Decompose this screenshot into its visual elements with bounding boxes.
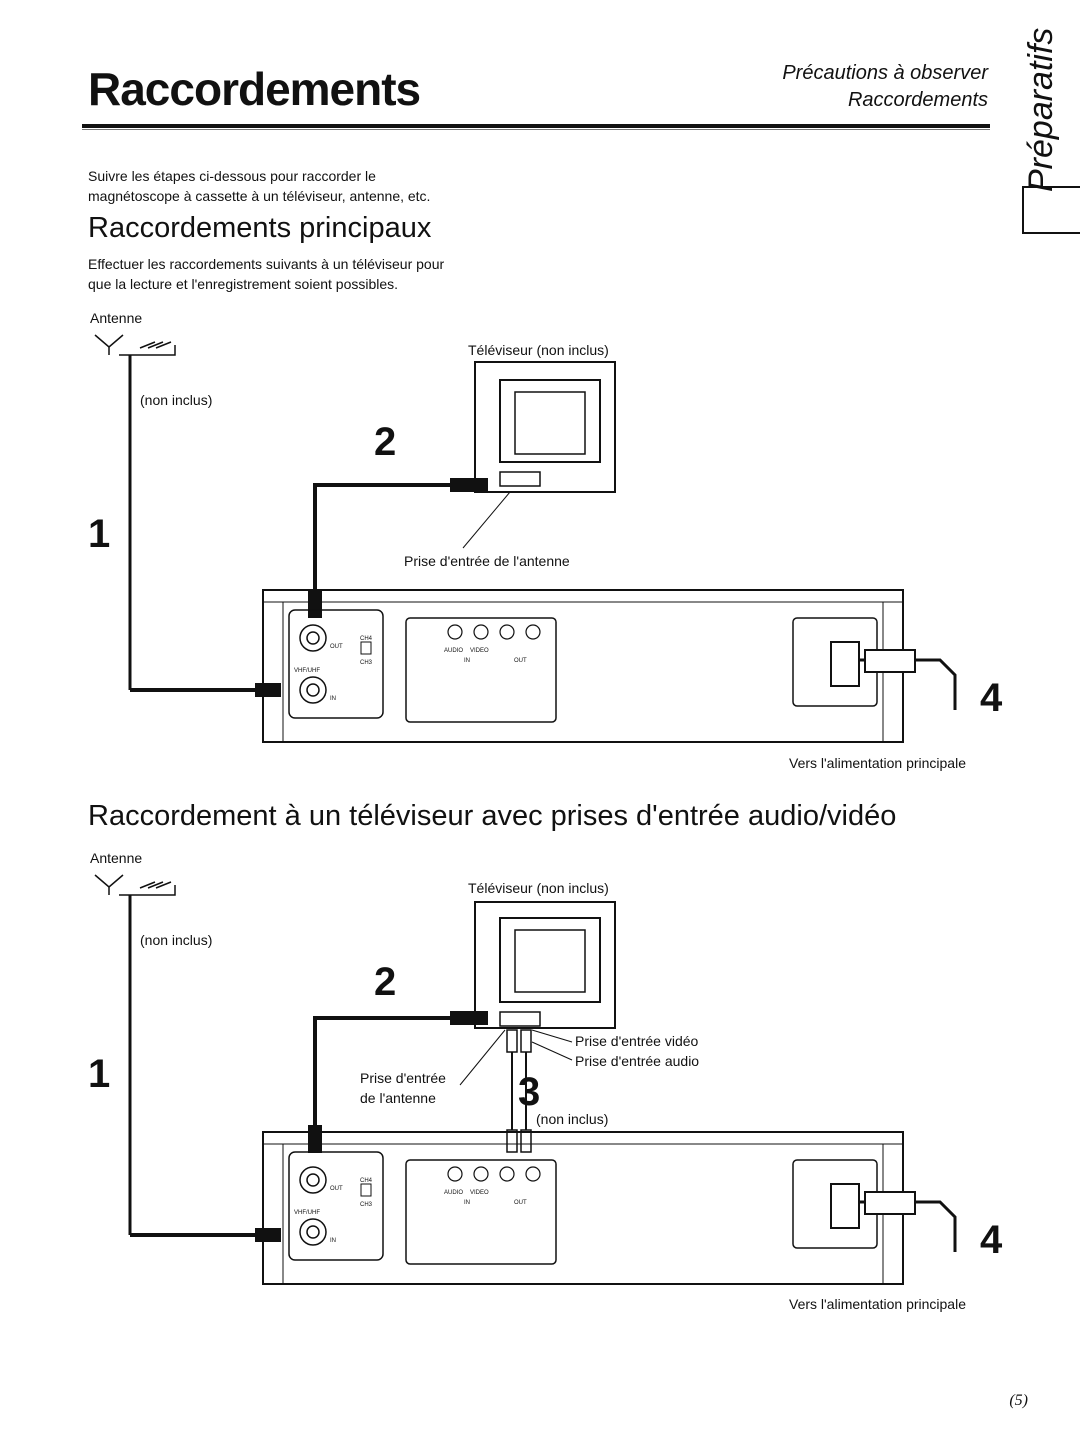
panel-label-in: IN [330,1238,336,1244]
antenna-input-label: de l'antenne [360,1090,436,1106]
panel-label-ch4: CH4 [360,636,373,642]
diagram-av-connections [94,874,957,1285]
panel-label-in: IN [330,696,336,702]
antenna-input-label: Prise d'entrée [360,1070,446,1086]
step-4: 4 [980,1218,1003,1262]
tv-label: Téléviseur (non inclus) [468,342,609,358]
section-heading-main: Raccordements principaux [88,212,432,244]
antenna-input-label: Prise d'entrée de l'antenne [404,553,570,569]
step-3: 3 [518,1070,541,1114]
breadcrumb-item-precautions: Précautions à observer [782,62,988,84]
antenna-icon [94,874,124,895]
page-title: Raccordements [88,63,421,115]
diagram-main-connections [94,334,957,743]
section-heading-av: Raccordement à un téléviseur avec prises… [88,800,897,832]
breadcrumb: Précautions à observer Raccordements [782,60,988,114]
side-tab-box [1022,186,1080,234]
step-4: 4 [980,676,1003,720]
antenna-label: Antenne [90,310,143,326]
connector-plug [255,683,281,697]
intro-line: Suivre les étapes ci-dessous pour raccor… [88,168,376,184]
panel-label-out-group: OUT [514,1200,527,1206]
intro-line: magnétoscope à cassette à un téléviseur,… [88,188,431,204]
page-number: (5) [1009,1392,1028,1409]
panel-label-video: VIDEO [470,1190,489,1196]
vcr-rear-panel [262,589,904,743]
breadcrumb-item-raccordements: Raccordements [847,89,988,111]
cable-not-included-label: (non inclus) [140,932,213,948]
panel-label-out-group: OUT [514,658,527,664]
panel-label-in-group: IN [464,658,470,664]
header-rule [82,124,990,128]
vcr-rear-panel [262,1131,904,1285]
step-1: 1 [88,1052,111,1096]
power-label: Vers l'alimentation principale [789,1296,966,1312]
side-tab: Préparatifs [1022,28,1060,192]
section1-text: Effectuer les raccordements suivants à u… [88,254,444,294]
panel-label-audio: AUDIO [444,648,463,654]
rf-cable [313,1016,450,1130]
av-cable-not-included-label: (non inclus) [536,1111,609,1127]
panel-label-out: OUT [330,644,343,650]
panel-label-video: VIDEO [470,648,489,654]
intro-text: Suivre les étapes ci-dessous pour raccor… [88,166,430,206]
tv-icon [474,901,616,1029]
panel-label-audio: AUDIO [444,1190,463,1196]
rf-cable [313,483,450,590]
tv-icon [474,361,616,493]
header-rule-thin [82,129,990,130]
panel-label-in-group: IN [464,1200,470,1206]
panel-label-vhf-uhf: VHF/UHF [294,1210,320,1216]
step-2: 2 [374,420,397,464]
panel-label-ch3: CH3 [360,660,373,666]
panel-label-out: OUT [330,1186,343,1192]
antenna-label: Antenne [90,850,143,866]
side-tab-label: Préparatifs [1022,28,1060,192]
video-input-label: Prise d'entrée vidéo [575,1033,699,1049]
panel-label-ch4: CH4 [360,1178,373,1184]
panel-label-ch3: CH3 [360,1202,373,1208]
tv-label: Téléviseur (non inclus) [468,880,609,896]
antenna-icon [94,334,124,355]
power-label: Vers l'alimentation principale [789,755,966,771]
step-1: 1 [88,512,111,556]
cable-not-included-label: (non inclus) [140,392,213,408]
audio-input-label: Prise d'entrée audio [575,1053,700,1069]
panel-label-vhf-uhf: VHF/UHF [294,668,320,674]
section1-text-line: Effectuer les raccordements suivants à u… [88,256,445,272]
section1-text-line: que la lecture et l'enregistrement soien… [88,276,399,292]
step-2: 2 [374,960,397,1004]
